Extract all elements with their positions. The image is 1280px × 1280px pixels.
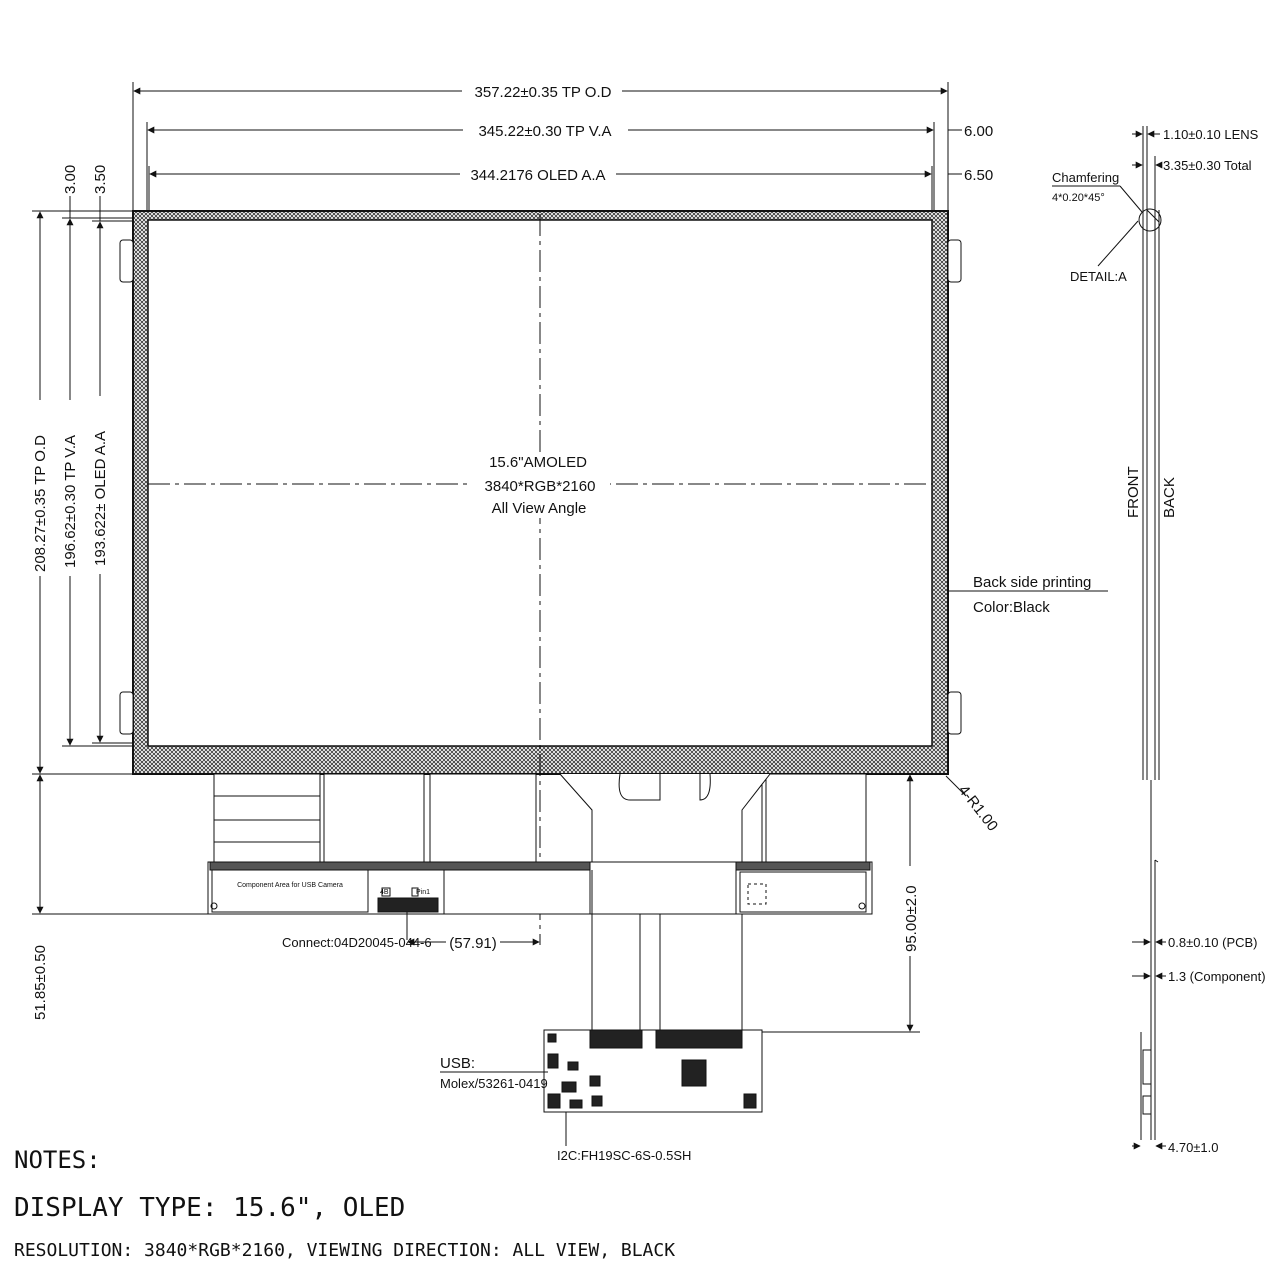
connector-mark-label: 4B	[380, 889, 389, 896]
pcb-thickness-label: 0.8±0.10 (PCB)	[1168, 935, 1258, 950]
bottom-thickness-label: 4.70±1.0	[1168, 1140, 1219, 1155]
back-printing-color-label: Color:Black	[973, 599, 1050, 616]
panel-size-label: 15.6"AMOLED	[489, 454, 587, 471]
oled-aa-height-label: 193.622± OLED A.A	[92, 431, 109, 566]
tp-od-width-label: 357.22±0.35 TP O.D	[475, 84, 612, 101]
panel-view-angle-label: All View Angle	[492, 500, 587, 517]
connector-part-label: Connect:04D20045-044-6	[282, 935, 432, 950]
notes-resolution: RESOLUTION: 3840*RGB*2160, VIEWING DIREC…	[14, 1240, 675, 1261]
camera-area-label: Component Area for USB Camera	[237, 882, 343, 889]
right-offset-1-label: 6.00	[964, 123, 993, 140]
oled-aa-width-label: 344.2176 OLED A.A	[470, 167, 605, 184]
lens-thickness-label: 1.10±0.10 LENS	[1163, 127, 1259, 142]
tp-od-height-label: 208.27±0.35 TP O.D	[32, 435, 49, 572]
detail-a-label: DETAIL:A	[1070, 269, 1127, 284]
top-dimensions	[132, 82, 962, 212]
fpc-flex	[207, 773, 873, 1033]
lower-height-label: 51.85±0.50	[32, 945, 49, 1020]
pin1-label: Pin1	[416, 889, 430, 896]
tp-va-width-label: 345.22±0.30 TP V.A	[478, 123, 611, 140]
fpc-length-label: 95.00±2.0	[903, 885, 920, 952]
front-label: FRONT	[1125, 466, 1142, 518]
chamfer-title-label: Chamfering	[1052, 170, 1119, 185]
notes-display-type: DISPLAY TYPE: 15.6", OLED	[14, 1193, 405, 1223]
usb-part-label: Molex/53261-0419	[440, 1076, 548, 1091]
notes-title: NOTES:	[14, 1146, 101, 1174]
panel-resolution-label: 3840*RGB*2160	[485, 478, 596, 495]
tp-va-height-label: 196.62±0.30 TP V.A	[62, 435, 79, 568]
usb-title-label: USB:	[440, 1055, 475, 1072]
control-board	[543, 1029, 763, 1113]
chamfer-value-label: 4*0.20*45°	[1052, 192, 1105, 204]
connector-offset-label: (57.91)	[449, 935, 497, 952]
left-offset-1-label: 3.00	[62, 165, 79, 194]
i2c-connector-label: I2C:FH19SC-6S-0.5SH	[557, 1148, 691, 1163]
right-offset-2-label: 6.50	[964, 167, 993, 184]
total-thickness-label: 3.35±0.30 Total	[1163, 158, 1252, 173]
back-printing-label: Back side printing	[973, 574, 1091, 591]
back-label: BACK	[1161, 477, 1178, 518]
left-offset-2-label: 3.50	[92, 165, 109, 194]
component-thickness-label: 1.3 (Component)	[1168, 969, 1266, 984]
side-view	[1052, 126, 1166, 1150]
corner-radius-label: 4-R1.00	[955, 782, 1001, 835]
